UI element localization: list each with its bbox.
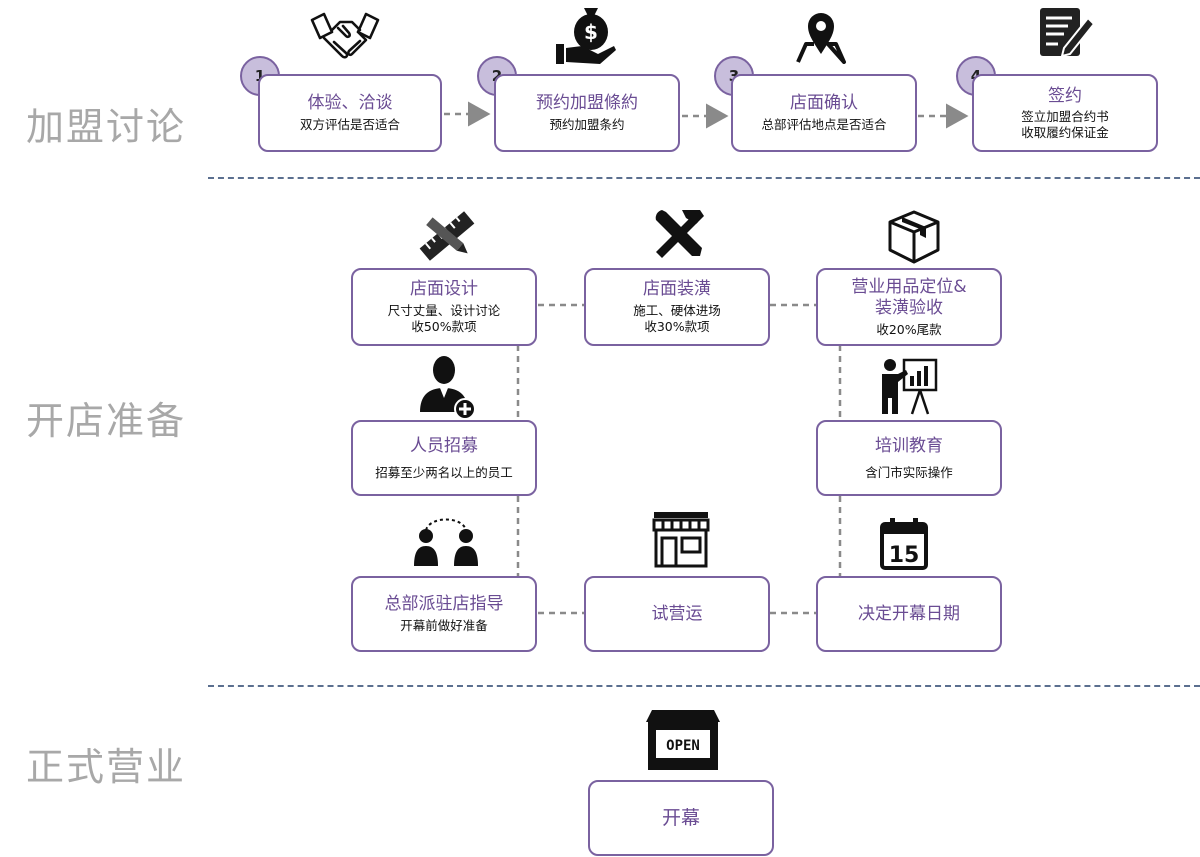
step-desc: 总部评估地点是否适合 (761, 117, 887, 132)
open-box: 开幕 (588, 780, 774, 856)
section-label-opening: 正式营业 (26, 745, 187, 789)
step-desc: 双方评估是否适合 (299, 117, 400, 132)
section-label-preparation: 开店准备 (26, 399, 187, 443)
training-box: 培训教育 含门市实际操作 (816, 420, 1002, 496)
recruit-box: 人员招募 招募至少两名以上的员工 (351, 420, 537, 496)
two-people-icon (414, 518, 478, 566)
decoration-desc: 收30%款项 (644, 319, 710, 334)
svg-text:$: $ (584, 20, 598, 44)
guidance-title: 总部派驻店指导 (384, 594, 504, 614)
supplies-title: 营业用品定位& (851, 276, 967, 297)
section-divider (208, 177, 1200, 179)
training-desc: 含门市实际操作 (865, 464, 953, 480)
step-3-box: 店面确认 总部评估地点是否适合 (731, 74, 917, 152)
ruler-pencil-icon (419, 211, 475, 261)
supplies-box: 营业用品定位& 装潢验收 收20%尾款 (816, 268, 1002, 346)
open-shop-icon: OPEN (646, 710, 720, 770)
money-bag-hand-icon: $ (556, 8, 616, 64)
step-desc: 签立加盟合约书 (1021, 108, 1109, 124)
design-title: 店面设计 (410, 279, 478, 299)
guidance-desc: 开幕前做好准备 (400, 618, 488, 633)
design-desc: 收50%款项 (411, 319, 477, 334)
design-desc: 尺寸丈量、设计讨论 (387, 303, 501, 318)
calendar-icon: 15 (880, 518, 928, 570)
supplies-title: 装潢验收 (875, 297, 943, 318)
map-pin-icon (796, 13, 846, 64)
training-title: 培训教育 (875, 435, 943, 456)
date-box: 决定开幕日期 (816, 576, 1002, 652)
box-icon (888, 210, 940, 264)
presentation-icon (882, 358, 938, 415)
step-title: 体验、洽谈 (307, 93, 393, 113)
guidance-box: 总部派驻店指导 开幕前做好准备 (351, 576, 537, 652)
storefront-icon (652, 512, 710, 568)
step-2-box: 预约加盟條約 预约加盟条约 (494, 74, 680, 152)
section-divider (208, 685, 1200, 687)
add-user-icon (420, 356, 476, 420)
step-1-box: 体验、洽谈 双方评估是否适合 (258, 74, 442, 152)
section-label-discussion: 加盟讨论 (26, 105, 187, 149)
step-4-box: 签约 签立加盟合约书 收取履约保证金 (972, 74, 1158, 152)
handshake-icon (310, 12, 380, 59)
hammer-wrench-icon (655, 210, 704, 258)
recruit-title: 人员招募 (410, 435, 478, 456)
design-box: 店面设计 尺寸丈量、设计讨论 收50%款项 (351, 268, 537, 346)
decoration-title: 店面装潢 (643, 279, 711, 299)
step-title: 预约加盟條約 (536, 93, 638, 113)
open-title: 开幕 (661, 806, 700, 829)
recruit-desc: 招募至少两名以上的员工 (375, 464, 513, 480)
calendar-day: 15 (889, 543, 920, 568)
step-title: 店面确认 (790, 93, 858, 113)
contract-sign-icon (1040, 8, 1096, 58)
step-desc: 收取履约保证金 (1021, 124, 1109, 140)
trial-title: 试营运 (651, 603, 703, 624)
date-title: 决定开幕日期 (858, 603, 960, 624)
step-desc: 预约加盟条约 (549, 117, 625, 132)
trial-box: 试营运 (584, 576, 770, 652)
open-sign-text: OPEN (666, 738, 700, 754)
supplies-desc: 收20%尾款 (876, 321, 942, 337)
step-title: 签约 (1048, 85, 1082, 106)
decoration-desc: 施工、硬体进场 (633, 303, 721, 318)
decoration-box: 店面装潢 施工、硬体进场 收30%款项 (584, 268, 770, 346)
